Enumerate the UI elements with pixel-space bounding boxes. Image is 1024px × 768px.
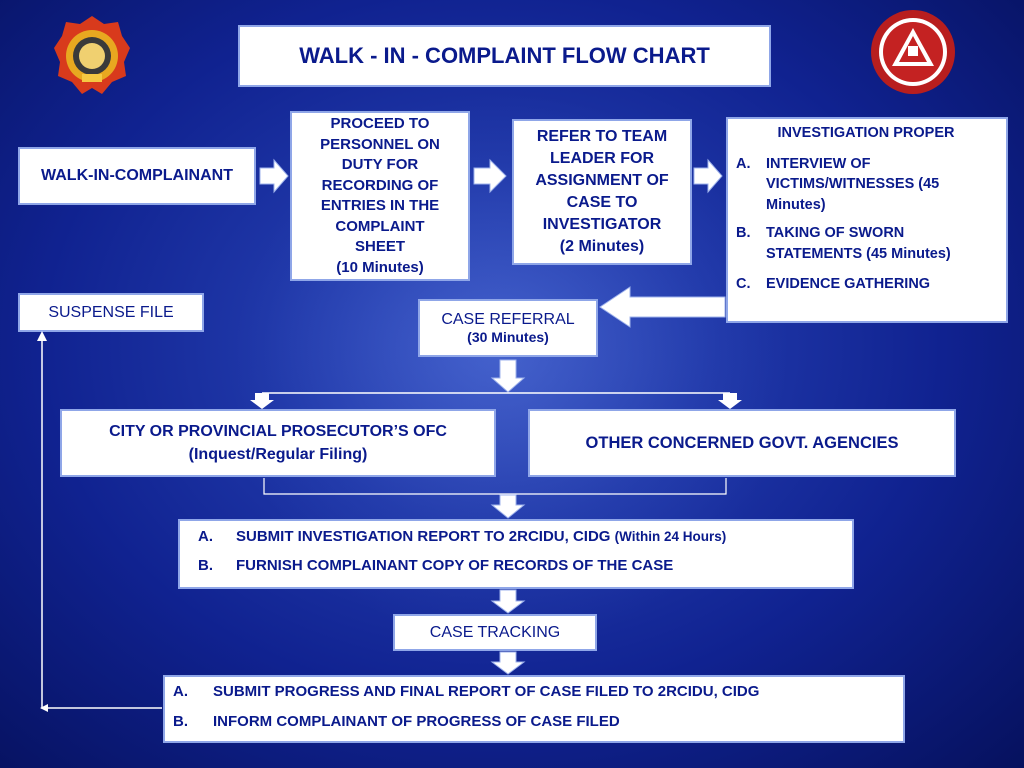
- proceed-line-7: SHEET: [354, 238, 405, 255]
- node-prosecutor-office: CITY OR PROVINCIAL PROSECUTOR’S OFC (Inq…: [60, 409, 496, 477]
- refer-line-1: REFER TO TEAM: [536, 128, 668, 145]
- arrow-up-icon: [37, 331, 47, 341]
- arrow-down-icon: [490, 589, 526, 614]
- proceed-line-2: PERSONNEL ON: [320, 135, 440, 153]
- case-tracking-label: CASE TRACKING: [429, 623, 561, 641]
- case-referral-label: CASE REFERRAL: [441, 311, 575, 328]
- case-referral-time: (30 Minutes): [467, 329, 549, 345]
- node-progress-report: A. SUBMIT PROGRESS AND FINAL REPORT OF C…: [163, 675, 905, 743]
- arrow-down-icon: [490, 651, 526, 675]
- prosecutor-line-1: CITY OR PROVINCIAL PROSECUTOR’S OFC: [109, 423, 447, 440]
- list-marker: A.: [198, 528, 213, 545]
- page-title: WALK - IN - COMPLAINT FLOW CHART: [238, 25, 771, 87]
- node-refer-to-team-leader: REFER TO TEAM LEADER FOR ASSIGNMENT OF C…: [512, 119, 692, 265]
- node-investigation-proper: INVESTIGATION PROPER A. INTERVIEW OF VIC…: [726, 117, 1008, 323]
- list-item: B. FURNISH COMPLAINANT COPY OF RECORDS O…: [198, 557, 846, 574]
- node-case-referral: CASE REFERRAL (30 Minutes): [418, 299, 598, 357]
- arrow-down-icon: [250, 393, 274, 409]
- page-title-text: WALK - IN - COMPLAINT FLOW CHART: [299, 43, 710, 68]
- node-suspense-file: SUSPENSE FILE: [18, 293, 204, 332]
- arrow-right-icon: [473, 158, 507, 194]
- investigation-list: A. INTERVIEW OF VICTIMS/WITNESSES (45 Mi…: [736, 154, 996, 295]
- arrow-down-icon: [718, 393, 742, 409]
- proceed-line-3: DUTY FOR: [341, 156, 419, 173]
- node-proceed-to-personnel: PROCEED TO PERSONNEL ON DUTY FOR RECORDI…: [290, 111, 470, 281]
- prosecutor-line-2: (Inquest/Regular Filing): [188, 446, 368, 463]
- node-walk-in-label: WALK-IN-COMPLAINANT: [41, 167, 233, 184]
- list-item-text: FURNISH COMPLAINANT COPY OF RECORDS OF T…: [236, 557, 674, 574]
- submit-report-list: A. SUBMIT INVESTIGATION REPORT TO 2RCIDU…: [198, 528, 846, 574]
- merge-bracket-line: [263, 478, 727, 495]
- list-marker: A.: [173, 683, 188, 700]
- list-item-text: SUBMIT PROGRESS AND FINAL REPORT OF CASE…: [213, 683, 760, 700]
- arrow-right-icon: [693, 158, 723, 194]
- pnp-badge-logo: [54, 16, 130, 94]
- cidg-seal-logo: [871, 10, 955, 94]
- node-case-tracking: CASE TRACKING: [393, 614, 597, 651]
- list-marker: B.: [736, 225, 751, 241]
- list-item-body: SUBMIT INVESTIGATION REPORT TO 2RCIDU, C…: [236, 528, 846, 545]
- list-item: B. INFORM COMPLAINANT OF PROGRESS OF CAS…: [173, 713, 897, 730]
- refer-line-4: CASE TO: [566, 194, 638, 211]
- arrow-down-icon: [490, 359, 526, 393]
- list-item-text: INFORM COMPLAINANT OF PROGRESS OF CASE F…: [213, 713, 620, 730]
- proceed-line-5: ENTRIES IN THE: [320, 197, 440, 214]
- other-agencies-label: OTHER CONCERNED GOVT. AGENCIES: [585, 433, 899, 452]
- list-item: C. EVIDENCE GATHERING: [736, 274, 996, 295]
- proceed-line-1: PROCEED TO: [330, 115, 430, 132]
- list-item: A. SUBMIT PROGRESS AND FINAL REPORT OF C…: [173, 683, 897, 700]
- list-marker: B.: [173, 713, 188, 730]
- refer-line-2: LEADER FOR: [550, 150, 654, 167]
- list-item-text: TAKING OF SWORN STATEMENTS (45 Minutes): [766, 225, 951, 262]
- feedback-line: [41, 338, 162, 709]
- list-item: A. INTERVIEW OF VICTIMS/WITNESSES (45 Mi…: [736, 154, 996, 216]
- proceed-time: (10 Minutes): [336, 258, 424, 276]
- arrow-right-icon: [259, 158, 289, 194]
- list-item-text: EVIDENCE GATHERING: [766, 276, 931, 292]
- list-item-text: SUBMIT INVESTIGATION REPORT TO 2RCIDU, C…: [236, 528, 611, 545]
- progress-list: A. SUBMIT PROGRESS AND FINAL REPORT OF C…: [173, 683, 897, 730]
- list-item-text: INTERVIEW OF VICTIMS/WITNESSES (45 Minut…: [766, 155, 940, 213]
- node-walk-in-complainant: WALK-IN-COMPLAINANT: [18, 147, 256, 205]
- arrow-left-small-icon: [40, 704, 48, 712]
- investigation-heading: INVESTIGATION PROPER: [777, 125, 955, 141]
- list-item: B. TAKING OF SWORN STATEMENTS (45 Minute…: [736, 223, 996, 264]
- list-marker: B.: [198, 557, 213, 574]
- node-other-agencies: OTHER CONCERNED GOVT. AGENCIES: [528, 409, 956, 477]
- refer-line-3: ASSIGNMENT OF: [535, 172, 669, 189]
- proceed-line-6: COMPLAINT: [335, 217, 425, 235]
- proceed-line-4: RECORDING OF: [321, 176, 439, 194]
- node-submit-report: A. SUBMIT INVESTIGATION REPORT TO 2RCIDU…: [178, 519, 854, 589]
- refer-line-5: INVESTIGATOR: [542, 216, 662, 233]
- list-item-note: (Within 24 Hours): [614, 529, 727, 544]
- arrow-left-icon: [599, 286, 726, 328]
- list-marker: C.: [736, 276, 751, 292]
- list-marker: A.: [736, 155, 751, 172]
- suspense-label: SUSPENSE FILE: [48, 303, 174, 321]
- arrow-down-icon: [490, 494, 526, 519]
- refer-time: (2 Minutes): [559, 238, 645, 255]
- list-item: A. SUBMIT INVESTIGATION REPORT TO 2RCIDU…: [198, 528, 846, 545]
